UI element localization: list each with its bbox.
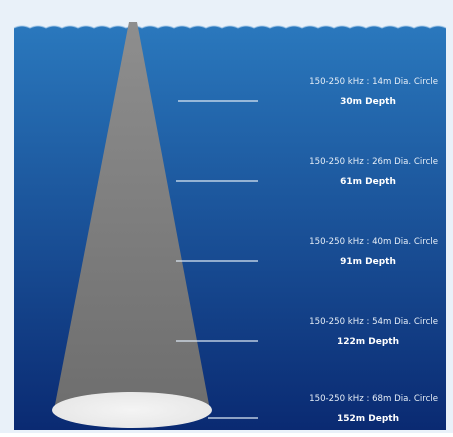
depth-marker: 150-250 kHz : 40m Dia. Circle 91m Depth <box>176 237 438 267</box>
frequency-diameter-label: 150-250 kHz : 40m Dia. Circle <box>309 237 438 247</box>
frequency-diameter-label: 150-250 kHz : 14m Dia. Circle <box>309 77 438 87</box>
frequency-diameter-label: 150-250 kHz : 68m Dia. Circle <box>309 394 438 404</box>
frequency-diameter-label: 150-250 kHz : 26m Dia. Circle <box>309 157 438 167</box>
depth-label: 152m Depth <box>337 414 399 424</box>
depth-marker: 150-250 kHz : 26m Dia. Circle 61m Depth <box>176 157 438 187</box>
water-surface <box>13 25 447 29</box>
beam-footprint-circle <box>52 392 212 428</box>
depth-marker: 150-250 kHz : 14m Dia. Circle 30m Depth <box>178 77 438 107</box>
frequency-diameter-label: 150-250 kHz : 54m Dia. Circle <box>309 317 438 327</box>
sonar-beam-cone <box>54 22 210 410</box>
depth-label: 30m Depth <box>340 97 396 107</box>
depth-label: 91m Depth <box>340 257 396 267</box>
depth-marker: 150-250 kHz : 68m Dia. Circle 152m Depth <box>208 394 438 424</box>
depth-marker: 150-250 kHz : 54m Dia. Circle 122m Depth <box>176 317 438 347</box>
depth-label: 122m Depth <box>337 337 399 347</box>
depth-label: 61m Depth <box>340 177 396 187</box>
